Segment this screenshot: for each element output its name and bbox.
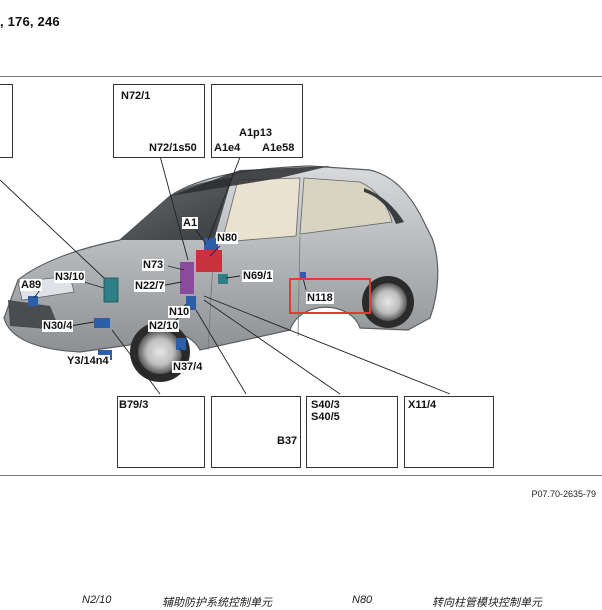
label-n3-10: N3/10 (54, 271, 86, 283)
highlight-box-n118 (289, 278, 371, 314)
detail-panel-s40 (306, 396, 398, 468)
label-b79-3: B79/3 (119, 399, 149, 411)
label-s40-5: S40/5 (311, 411, 340, 423)
module-n10 (180, 262, 194, 294)
vehicle-diagram (0, 92, 478, 457)
module-a89 (28, 296, 38, 306)
label-b37: B37 (277, 435, 298, 447)
detail-panel-b79-3 (117, 396, 205, 468)
label-n30-4: N30/4 (42, 320, 74, 332)
module-n37-4 (176, 338, 186, 350)
legend-desc-2: 转向柱管模块控制单元 (432, 597, 542, 609)
detail-panel-b37 (211, 396, 301, 468)
label-y3-14n4: Y3/14n4 (66, 355, 110, 367)
label-n72-1s50: N72/1s50 (149, 142, 197, 154)
label-n80: N80 (216, 232, 239, 244)
detail-panel-x11-4 (404, 396, 494, 468)
label-n118: N118 (306, 292, 334, 304)
top-divider (0, 76, 602, 77)
module-n69-1 (218, 274, 228, 284)
label-n73: N73 (142, 259, 165, 271)
module-a1 (204, 238, 218, 250)
module-n3-10 (103, 277, 119, 303)
label-a1p13: A1p13 (239, 127, 273, 139)
module-n30-4 (94, 318, 110, 328)
model-header: , 176, 246 (0, 14, 60, 29)
module-n2-10 (186, 296, 196, 310)
legend-desc-1: 辅助防护系统控制单元 (162, 597, 272, 609)
figure-code: P07.70-2635-79 (531, 489, 596, 499)
legend-code-2: N80 (352, 594, 373, 606)
label-n10: N10 (168, 306, 191, 318)
detail-panel-n72-1 (113, 84, 205, 158)
label-n72-1: N72/1 (121, 90, 151, 102)
label-n22-7: N22/7 (134, 280, 166, 292)
label-n37-4: N37/4 (172, 361, 204, 373)
label-a1: A1 (182, 217, 199, 229)
label-n69-1: N69/1 (242, 270, 274, 282)
module-n118 (300, 272, 306, 278)
label-s40-3: S40/3 (311, 399, 340, 411)
label-n2-10: N2/10 (148, 320, 180, 332)
detail-panel-partial (0, 84, 13, 158)
detail-panel-a1 (211, 84, 303, 158)
module-n80 (196, 250, 222, 272)
label-a89: A89 (20, 279, 43, 291)
label-a1e58: A1e58 (262, 142, 295, 154)
bottom-divider (0, 475, 602, 476)
legend-code-1: N2/10 (82, 594, 112, 606)
label-a1e4: A1e4 (214, 142, 241, 154)
label-x11-4: X11/4 (408, 399, 437, 411)
